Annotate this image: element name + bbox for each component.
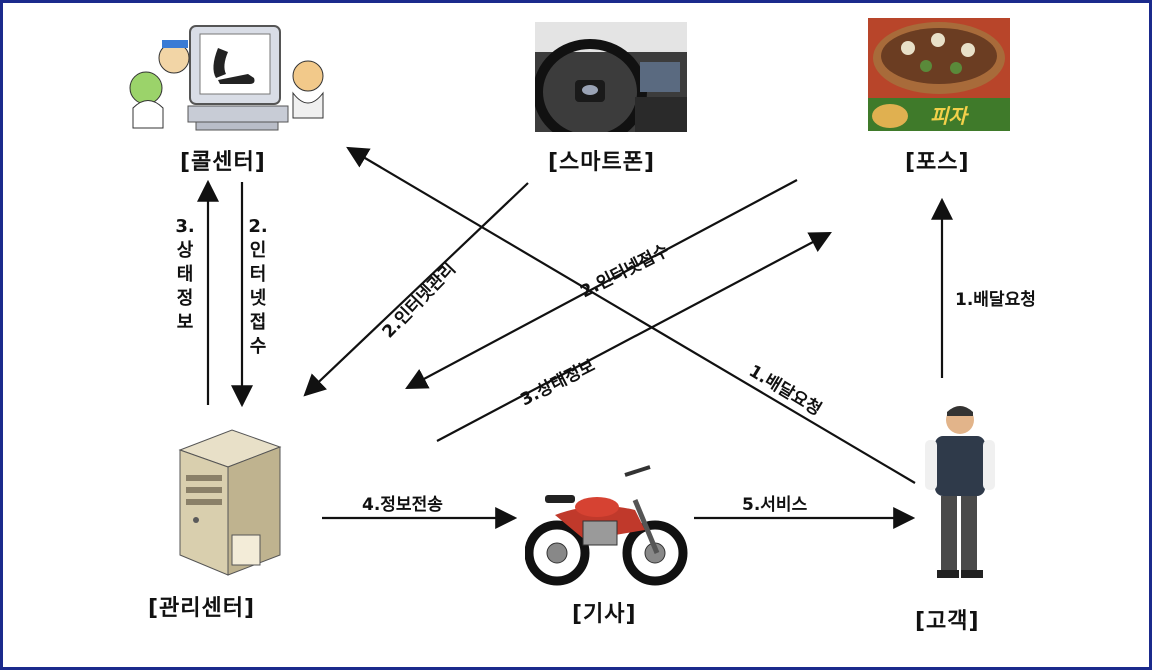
customer-man-photo bbox=[925, 406, 995, 578]
arrow-mgmt-to-pos bbox=[436, 231, 832, 442]
pos-pizza-photo: 피자 bbox=[868, 18, 1010, 131]
arrow-smartphone-to-mgmt bbox=[303, 182, 529, 397]
rider-motorcycle-illustration bbox=[525, 465, 688, 586]
node-label-pos: [포스] bbox=[905, 150, 970, 175]
smartphone-photo bbox=[535, 22, 687, 132]
management-server-illustration bbox=[178, 429, 282, 576]
edge-label-cc-internet: 2.인터넷접수 bbox=[248, 216, 268, 357]
node-label-management: [관리센터] bbox=[148, 596, 256, 621]
arrow-pos-to-mgmt bbox=[405, 179, 798, 390]
callcenter-illustration bbox=[129, 25, 324, 131]
node-label-rider: [기사] bbox=[572, 602, 637, 627]
node-label-smartphone: [스마트폰] bbox=[548, 150, 656, 175]
edge-label-service: 5.서비스 bbox=[742, 495, 808, 515]
arrow-customer-to-callcenter bbox=[346, 146, 916, 484]
node-label-callcenter: [콜센터] bbox=[180, 150, 266, 175]
pizza-logo-text: 피자 bbox=[930, 104, 969, 128]
node-label-customer: [고객] bbox=[915, 609, 980, 634]
edge-label-cc-status: 3.상태정보 bbox=[175, 216, 195, 333]
edge-label-info-transfer: 4.정보전송 bbox=[362, 495, 443, 515]
edge-label-delivery-request-pos: 1.배달요청 bbox=[955, 290, 1036, 310]
